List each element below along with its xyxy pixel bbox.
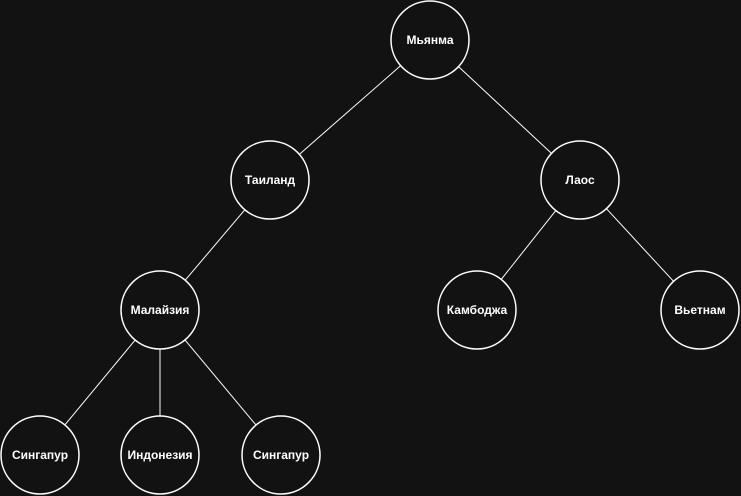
node-circle xyxy=(390,0,470,80)
node-label: Мьянма xyxy=(406,33,453,47)
node-label: Малайзия xyxy=(131,303,190,317)
node-label: Сингапур xyxy=(253,448,309,462)
node-circle xyxy=(230,140,310,220)
edge-myanmar-thailand xyxy=(299,65,401,155)
edge-thailand-malaysia xyxy=(184,209,246,281)
node-circle xyxy=(120,415,200,495)
node-circle xyxy=(540,140,620,220)
node-circle xyxy=(241,415,321,495)
node-label: Таиланд xyxy=(245,173,296,187)
node-circle xyxy=(660,270,740,350)
node-myanmar: Мьянма xyxy=(390,0,470,80)
node-circle xyxy=(0,415,80,495)
node-circle xyxy=(437,270,517,350)
node-label: Сингапур xyxy=(12,448,68,462)
node-indonesia: Индонезия xyxy=(120,415,200,495)
edge-malaysia-singapore-2 xyxy=(184,339,257,426)
node-thailand: Таиланд xyxy=(230,140,310,220)
edge-laos-vietnam xyxy=(606,208,674,282)
edge-laos-cambodia xyxy=(500,210,557,280)
node-laos: Лаос xyxy=(540,140,620,220)
edge-malaysia-singapore-1 xyxy=(64,339,136,426)
node-vietnam: Вьетнам xyxy=(660,270,740,350)
node-malaysia: Малайзия xyxy=(120,270,200,350)
node-label: Лаос xyxy=(565,173,595,187)
node-label: Камбоджа xyxy=(447,303,508,317)
node-singapore-2: Сингапур xyxy=(241,415,321,495)
node-circle xyxy=(120,270,200,350)
node-label: Индонезия xyxy=(127,448,192,462)
node-label: Вьетнам xyxy=(674,303,725,317)
edge-myanmar-laos xyxy=(458,66,552,154)
tree-edges xyxy=(64,65,674,426)
node-cambodia: Камбоджа xyxy=(437,270,517,350)
node-singapore-1: Сингапур xyxy=(0,415,80,495)
